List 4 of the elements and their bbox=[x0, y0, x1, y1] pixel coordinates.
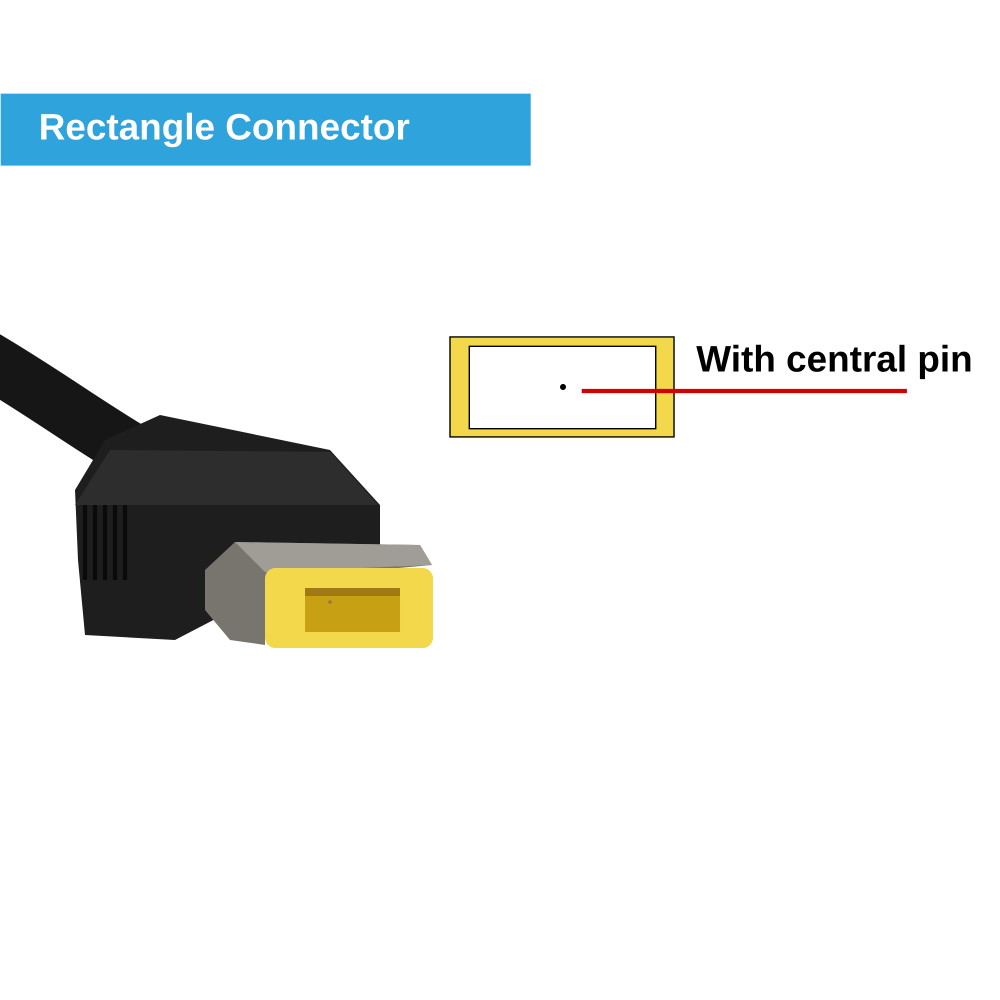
connector-outline bbox=[449, 336, 675, 438]
leader-line bbox=[582, 388, 907, 394]
title-banner: Rectangle Connector bbox=[0, 94, 531, 166]
callout-text: With central pin bbox=[696, 344, 970, 380]
